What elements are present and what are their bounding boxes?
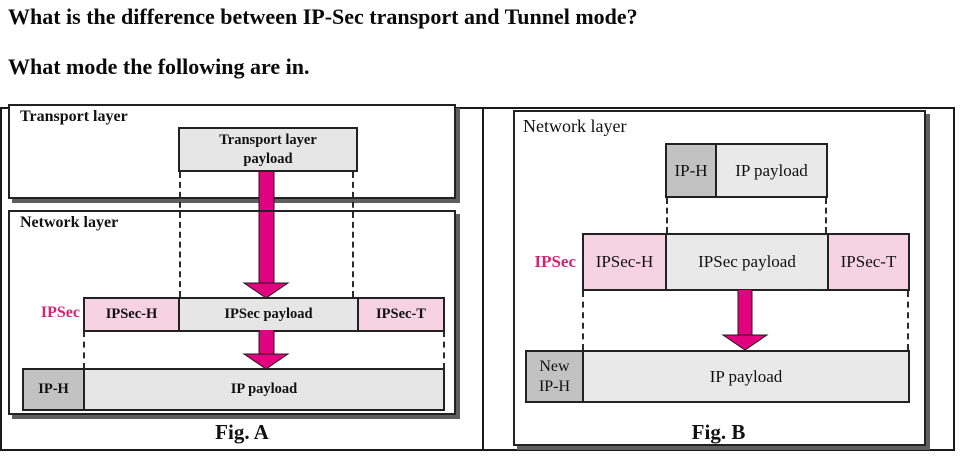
fig-b-ipsec-t-box: IPSec-T xyxy=(827,233,910,291)
fig-a-dashed-line-right-3 xyxy=(443,331,445,369)
fig-b-dashed-line-right xyxy=(825,198,827,233)
fig-a-transport-payload-box: Transport layer payload xyxy=(178,127,358,172)
fig-a-ip-h-box: IP-H xyxy=(22,368,85,411)
fig-b-dashed-line-right-2 xyxy=(907,291,909,350)
fig-a-dashed-line-right-2 xyxy=(352,212,354,297)
fig-b-new-ip-h-box: New IP-H xyxy=(525,350,584,403)
fig-a-transport-layer-title: Transport layer xyxy=(20,108,128,125)
fig-a-network-layer-title: Network layer xyxy=(20,214,119,231)
fig-b-network-layer-title: Network layer xyxy=(523,116,627,136)
question-2: What mode the following are in. xyxy=(8,54,310,79)
fig-b-caption: Fig. B xyxy=(691,420,746,444)
down-arrow-icon xyxy=(242,330,290,370)
fig-a-ipsec-payload-box: IPSec payload xyxy=(178,297,359,332)
fig-a-caption: Fig. A xyxy=(215,420,269,444)
fig-b-ip-h-box: IP-H xyxy=(665,143,717,198)
down-arrow-icon xyxy=(721,290,769,351)
fig-a-ipsec-t-box: IPSec-T xyxy=(357,297,445,332)
fig-a-transport-payload-text: Transport layer payload xyxy=(219,132,317,167)
down-arrow-icon xyxy=(242,212,290,299)
fig-b-ipsec-h-box: IPSec-H xyxy=(582,233,667,291)
fig-a-ipsec-label: IPSec xyxy=(40,304,80,321)
fig-b-dashed-line-left xyxy=(666,198,668,233)
fig-a-ipsec-h-box: IPSec-H xyxy=(83,297,180,332)
fig-b-ipsec-payload-box: IPSec payload xyxy=(665,233,829,291)
fig-a-dashed-line-left-3 xyxy=(83,331,85,369)
fig-b-ip-payload-bottom-box: IP payload xyxy=(582,350,910,403)
fig-b-ip-payload-box: IP payload xyxy=(715,143,828,198)
figure-b-cell xyxy=(482,107,955,451)
question-1: What is the difference between IP-Sec tr… xyxy=(8,4,638,29)
fig-a-ip-payload-box: IP payload xyxy=(83,368,445,411)
fig-b-ipsec-label: IPSec xyxy=(534,252,576,271)
fig-a-dashed-line-left-2 xyxy=(179,212,181,297)
fig-b-new-ip-h-text: New IP-H xyxy=(538,357,571,395)
fig-b-dashed-line-left-2 xyxy=(582,291,584,350)
